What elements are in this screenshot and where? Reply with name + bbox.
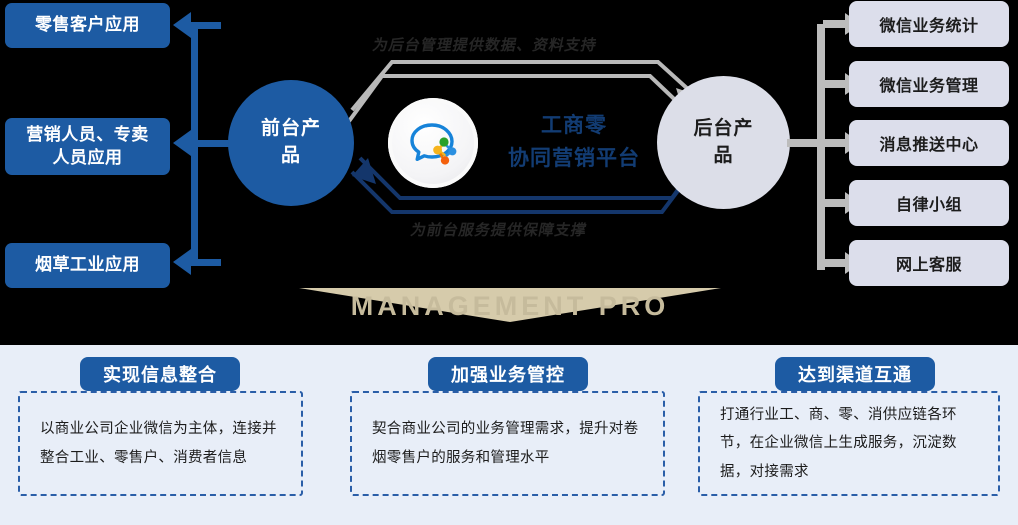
back-office-circle[interactable]: 后台产品 [657, 76, 790, 209]
goal-panel-3: 达到渠道互通 打通行业工、商、零、消供应链各环节，在企业微信上生成服务，沉淀数据… [680, 345, 1018, 525]
right-arrow-bar-5 [823, 259, 845, 267]
right-module-label: 微信业务统计 [879, 18, 979, 35]
right-module-box-2[interactable]: 微信业务管理 [849, 61, 1009, 107]
right-spine-stem [787, 139, 823, 147]
right-module-label: 自律小组 [895, 197, 962, 214]
architecture-diagram-top: MANAGEMENT PRO 零售客户应用 营销人员、专卖人员应用 烟草工业应用 [5, 1, 1009, 322]
goal-panel-2: 加强业务管控 契合商业公司的业务管理需求，提升对卷烟零售户的服务和管理水平 [340, 345, 680, 525]
left-app-box-marketing[interactable]: 营销人员、专卖人员应用 [5, 118, 170, 175]
left-app-box-industry[interactable]: 烟草工业应用 [5, 243, 170, 288]
front-office-label: 前台产品 [260, 118, 321, 166]
right-module-box-1[interactable]: 微信业务统计 [849, 1, 1009, 47]
right-module-box-4[interactable]: 自律小组 [849, 180, 1009, 226]
goal-title-3: 达到渠道互通 [775, 357, 935, 391]
right-module-label: 消息推送中心 [879, 137, 979, 154]
left-app-label: 零售客户应用 [35, 15, 140, 35]
right-module-box-5[interactable]: 网上客服 [849, 240, 1009, 286]
left-app-box-retail[interactable]: 零售客户应用 [5, 3, 170, 48]
goal-body-2: 契合商业公司的业务管理需求，提升对卷烟零售户的服务和管理水平 [350, 391, 665, 496]
flow-label-top: 为后台管理提供数据、资料支持 [370, 37, 599, 54]
left-arrow-head-2 [173, 130, 191, 156]
watermark-text: MANAGEMENT PRO [350, 290, 670, 321]
right-arrow-bar-3 [823, 139, 845, 147]
left-app-label: 烟草工业应用 [35, 255, 140, 275]
goal-panel-1: 实现信息整合 以商业公司企业微信为主体，连接并整合工业、零售户、消费者信息 [0, 345, 340, 525]
downward-triangle-shape [299, 288, 721, 322]
goals-section: 实现信息整合 以商业公司企业微信为主体，连接并整合工业、零售户、消费者信息 加强… [0, 345, 1018, 525]
left-arrow-bar-2 [191, 140, 221, 147]
flow-label-bottom: 为前台服务提供保障支撑 [408, 222, 589, 239]
left-arrow-head-1 [173, 12, 191, 38]
right-module-label: 网上客服 [895, 257, 962, 274]
goal-body-1: 以商业公司企业微信为主体，连接并整合工业、零售户、消费者信息 [18, 391, 303, 496]
goal-title-1: 实现信息整合 [80, 357, 240, 391]
right-arrow-bar-4 [823, 199, 845, 207]
right-module-label: 微信业务管理 [879, 78, 979, 95]
platform-title-line1: 工商零 [541, 114, 607, 137]
back-office-label: 后台产品 [693, 117, 754, 166]
left-arrow-head-3 [173, 249, 191, 275]
platform-logo-badge [388, 98, 478, 188]
right-arrow-bar-1 [823, 20, 845, 28]
front-office-circle[interactable]: 前台产品 [228, 80, 354, 206]
right-arrow-bar-2 [823, 80, 845, 88]
right-spine-line [817, 24, 825, 270]
left-arrow-bar-1 [191, 22, 221, 29]
right-module-box-3[interactable]: 消息推送中心 [849, 120, 1009, 166]
wechat-molecule-icon [410, 123, 457, 165]
platform-title-line2: 协同营销平台 [508, 146, 640, 170]
platform-title: 工商零 协同营销平台 [496, 110, 652, 175]
left-arrow-bar-3 [191, 259, 221, 266]
left-app-label: 营销人员、专卖人员应用 [26, 124, 149, 167]
goal-body-3: 打通行业工、商、零、消供应链各环节，在企业微信上生成服务，沉淀数据，对接需求 [698, 391, 1000, 496]
goal-title-2: 加强业务管控 [428, 357, 588, 391]
